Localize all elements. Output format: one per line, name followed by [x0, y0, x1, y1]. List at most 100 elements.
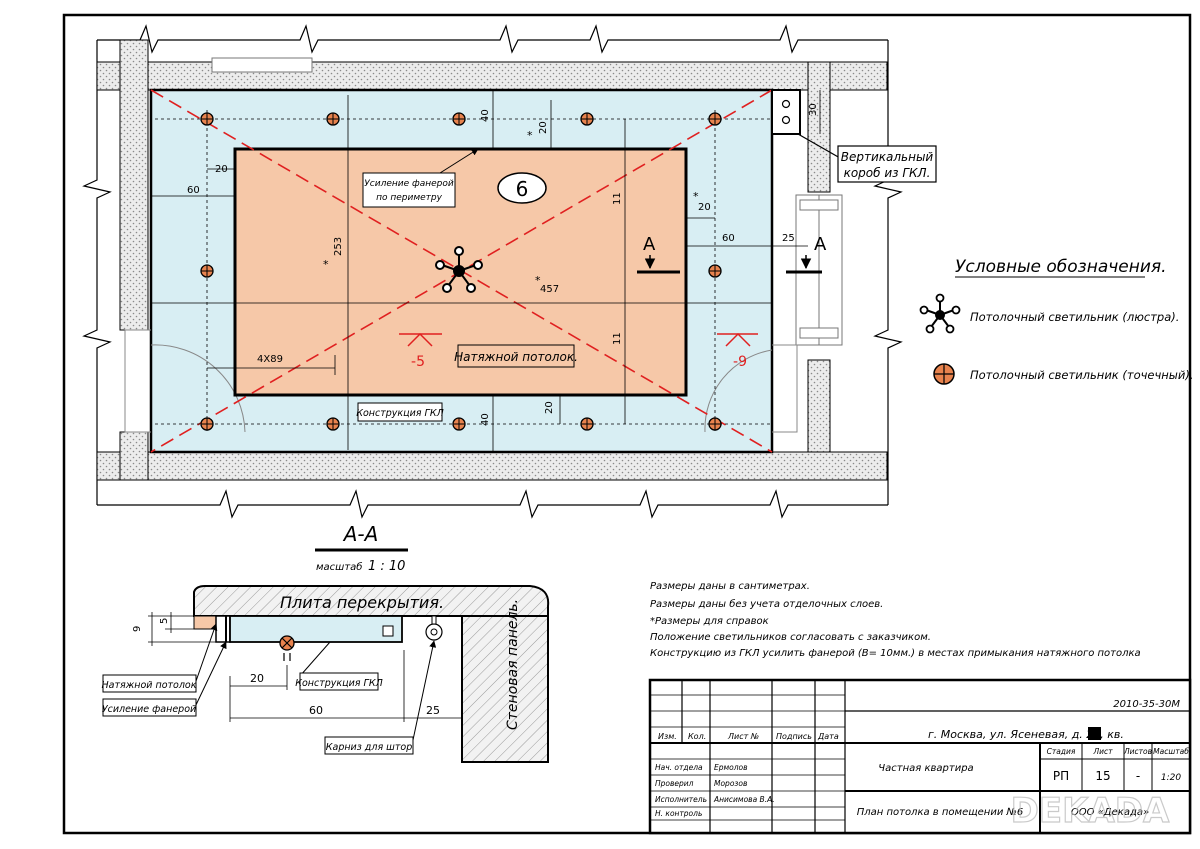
note-4: Положение светильников согласовать с зак… [650, 632, 931, 643]
gkl-box [771, 89, 801, 135]
level-mark-left: -5 [399, 332, 442, 370]
spot-light-icon [708, 417, 722, 431]
dim-30-box: 30 [808, 103, 819, 116]
sheet-frame [62, 13, 1192, 835]
col-header-kol: Кол. [688, 732, 706, 741]
section-scale-label: масштаб [316, 561, 362, 573]
slab-label: Плита перекрытия. [280, 593, 444, 612]
dim-20-bottom: 20 [544, 401, 555, 414]
title-block: 2010-35-30М г. Москва, ул. Ясеневая, д. … [648, 678, 1192, 835]
callout-gkl: Конструкция ГКЛ [295, 678, 382, 689]
section-mark-left: А [637, 234, 680, 274]
stretch-label-box [457, 344, 575, 368]
chandelier-icon [435, 246, 483, 293]
room-number-badge [497, 172, 547, 204]
plywood-note-line1: Усиление фанерой [364, 179, 454, 189]
section-dim-9: 9 [132, 626, 143, 632]
stretch-strip [193, 615, 217, 630]
role-checker: Проверил [655, 779, 694, 788]
spot-light-icon [200, 417, 214, 431]
stamp-org: ООО «Декада» [1071, 807, 1149, 818]
name-head: Ермолов [714, 763, 748, 772]
section-mark-right: А [786, 234, 827, 274]
col-header-list: Лист № [727, 732, 759, 741]
dim-star-20-right: * [693, 190, 699, 203]
gkl-strip [229, 615, 403, 643]
dim-star-253: * [323, 258, 329, 271]
spot-light-icon [452, 417, 466, 431]
spot-light-icon [708, 112, 722, 126]
break-line-bottom [97, 489, 888, 519]
note-5: Конструкцию из ГКЛ усилить фанерой (B= 1… [650, 648, 1141, 659]
legend: Условные обозначения. Потолочный светиль… [919, 257, 1194, 385]
spot-light-icon [200, 112, 214, 126]
dim-60-right: 60 [722, 233, 735, 244]
floor-slab [193, 585, 550, 617]
break-line-right [873, 40, 903, 505]
door-left [124, 329, 151, 433]
gkl-label-box [357, 402, 443, 422]
break-line-left [82, 40, 112, 505]
dim-20-right: 20 [698, 202, 711, 213]
legend-spot-icon [933, 363, 955, 385]
dim-4x89: 4X89 [257, 354, 283, 365]
section-dim-60: 60 [309, 704, 323, 717]
name-checker: Морозов [714, 779, 747, 788]
window-top [211, 57, 313, 73]
stamp-sheets: - [1136, 769, 1140, 783]
note-3: *Размеры для справок [650, 616, 769, 627]
spot-light-icon [326, 417, 340, 431]
section-spot-icon [279, 635, 295, 661]
stamp-stage: РП [1053, 769, 1069, 783]
dim-star-457: * [535, 274, 541, 287]
address-redaction [1088, 727, 1101, 740]
gkl-box-callout-line1: Вертикальный [841, 150, 934, 164]
spot-light-icon [326, 112, 340, 126]
svg-text:-9: -9 [733, 354, 747, 370]
col-header-date: Дата [817, 732, 839, 741]
stamp-address: г. Москва, ул. Ясеневая, д. 28, кв. [928, 728, 1124, 741]
section-title: А-А [342, 522, 379, 546]
dim-20-top: 20 [538, 121, 549, 134]
dim-40-bottom: 40 [480, 413, 491, 426]
stamp-sheet-label: Лист [1092, 747, 1113, 756]
spot-light-icon [452, 112, 466, 126]
wall-left [119, 39, 149, 331]
door-right [772, 344, 798, 433]
spot-light-icon [200, 264, 214, 278]
level-mark-right: -9 [717, 332, 758, 370]
section-dim-20: 20 [250, 672, 264, 685]
plywood-strip [215, 615, 231, 643]
stamp-scale-label: Масштаб [1153, 747, 1189, 756]
dim-star-top: * [527, 129, 533, 142]
dim-253: 253 [333, 237, 344, 256]
dim-11-upper: 11 [612, 192, 623, 205]
stamp-sheet-no: 15 [1095, 769, 1110, 783]
wall-left-lower [119, 431, 149, 481]
section-scale-value: 1 : 10 [368, 559, 405, 574]
svg-text:А: А [643, 234, 656, 255]
note-2: Размеры даны без учета отделочных слоев. [650, 598, 883, 610]
wall-right-lower [807, 359, 831, 453]
legend-chandelier-label: Потолочный светильник (люстра). [970, 310, 1179, 324]
room-number: 6 [516, 177, 529, 201]
spot-light-icon [580, 112, 594, 126]
section-dim-25: 25 [426, 704, 440, 717]
stamp-watermark: DEKADA [1011, 791, 1170, 831]
stamp-scale: 1:20 [1161, 773, 1181, 783]
legend-title: Условные обозначения. [955, 257, 1167, 277]
gkl-box-callout-line2: короб из ГКЛ. [844, 166, 931, 180]
spot-light-icon [580, 417, 594, 431]
plywood-note-box [362, 172, 456, 208]
dim-20-left: 20 [215, 164, 228, 175]
svg-text:-5: -5 [411, 354, 425, 370]
section-dim-5: 5 [159, 618, 170, 624]
legend-chandelier-icon [919, 293, 961, 334]
callout-cornice: Карниз для штор [326, 742, 413, 753]
stretch-label: Натяжной потолок. [454, 350, 578, 364]
general-notes: Размеры даны в сантиметрах. Размеры даны… [650, 581, 1141, 659]
stamp-stage-label: Стадия [1047, 747, 1076, 756]
callout-plywood: Усиление фанерой [102, 704, 196, 715]
dim-457: 457 [540, 284, 559, 295]
